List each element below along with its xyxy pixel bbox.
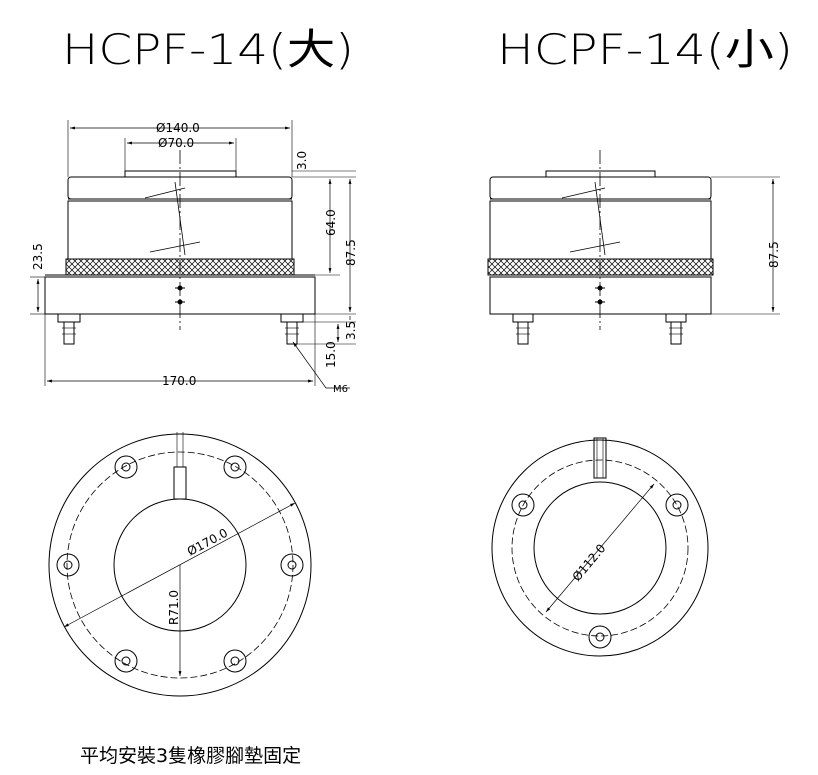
small-plan-view <box>491 437 709 657</box>
small-slot <box>593 437 607 479</box>
dim-height-64: 64.0 <box>324 209 338 236</box>
small-bolt-circle <box>511 459 689 637</box>
title-large: HCPF-14(大) <box>62 25 354 74</box>
dim-height-23: 23.5 <box>31 243 45 270</box>
small-top-plate <box>545 170 656 178</box>
small-middle-body <box>489 200 712 260</box>
large-plan-view <box>48 432 312 697</box>
dim-dia-70: Ø70.0 <box>158 136 194 150</box>
large-side-dimensions: Ø140.0 Ø70.0 3.0 64.0 87.5 23.5 3.5 15.0… <box>31 121 358 395</box>
dim-width-170: 170.0 <box>162 374 196 388</box>
small-rubber-band <box>487 258 714 276</box>
large-foot-right <box>280 313 304 323</box>
large-outer-circle <box>48 433 312 697</box>
dim-bolt-m6: M6 <box>333 384 348 395</box>
small-inner-circle <box>533 481 667 615</box>
dim-height-3-5: 3.5 <box>344 321 358 340</box>
small-side-view <box>487 150 780 345</box>
footer-note: 平均安裝3隻橡膠腳墊固定 <box>80 745 301 767</box>
dim-height-87: 87.5 <box>344 239 358 266</box>
small-mount-holes <box>511 493 689 649</box>
small-upper-body <box>489 176 712 200</box>
small-foot-left <box>512 313 534 323</box>
small-outer-circle <box>491 439 709 657</box>
large-slot <box>173 466 187 500</box>
large-plan-radius-71: R71.0 <box>167 590 181 625</box>
small-base <box>489 276 712 315</box>
dim-dia-140: Ø140.0 <box>156 121 200 135</box>
title-small: HCPF-14(小) <box>497 25 793 74</box>
small-dim-height-87: 87.5 <box>767 241 781 268</box>
small-plan-dia-112: Ø112.0 <box>570 541 609 584</box>
large-plan-dia-170: Ø170.0 <box>185 526 230 559</box>
dim-height-3: 3.0 <box>295 151 309 170</box>
large-foot-left <box>57 313 81 323</box>
large-side-view <box>30 120 356 389</box>
large-top-plate <box>124 170 237 178</box>
dim-height-15: 15.0 <box>324 341 338 368</box>
small-foot-right <box>665 313 687 323</box>
